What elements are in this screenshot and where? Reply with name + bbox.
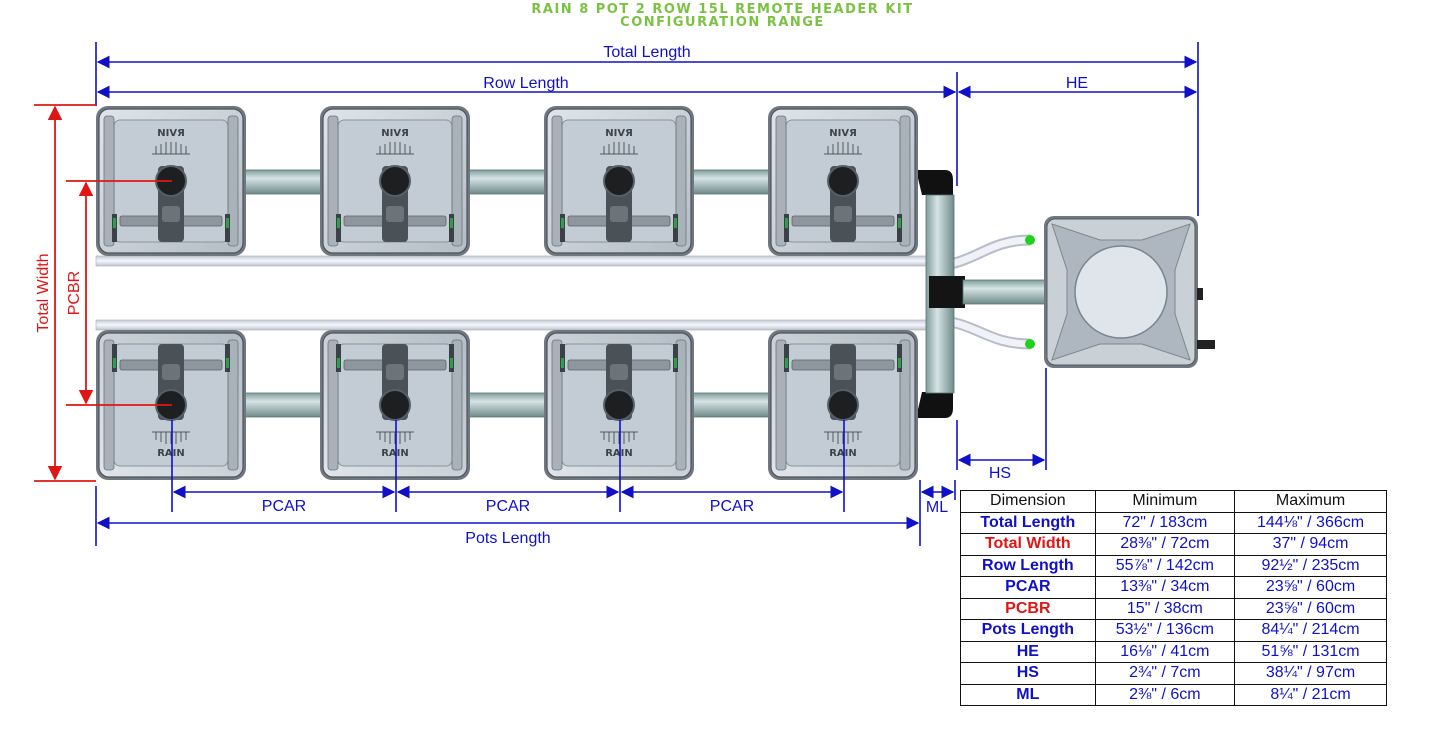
row-name: Total Length [960, 511, 1096, 534]
pot-brand: RAIN [381, 448, 409, 459]
row-name: Row Length [960, 554, 1096, 577]
table-row: ML 2⅜" / 6cm 8¼" / 21cm [960, 683, 1387, 706]
row-max: 144⅛" / 366cm [1234, 511, 1387, 534]
table-row: HE 16⅛" / 41cm 51⅝" / 131cm [960, 640, 1387, 663]
row-max: 38¼" / 97cm [1234, 662, 1387, 685]
row-name: PCBR [960, 597, 1096, 620]
total-width-label: Total Width [35, 253, 52, 332]
table-row: Total Length 72" / 183cm 144⅛" / 366cm [960, 511, 1387, 534]
diagram-title-line1: RAIN 8 POT 2 ROW 15L REMOTE HEADER KIT [531, 2, 914, 17]
row-name: ML [960, 683, 1096, 706]
table-row: PCBR 15" / 38cm 23⅝" / 60cm [960, 597, 1387, 620]
pot-brand: RAIN [157, 448, 185, 459]
row-min: 13⅜" / 34cm [1094, 576, 1236, 599]
row-min: 16⅛" / 41cm [1094, 640, 1236, 663]
pot-brand-flipped: NIVЯ [157, 128, 185, 139]
row-min: 72" / 183cm [1094, 511, 1236, 534]
pcbr-label: PCBR [66, 271, 83, 315]
row-min: 53½" / 136cm [1094, 619, 1236, 642]
row-name: HE [960, 640, 1096, 663]
table-row: Row Length 55⅞" / 142cm 92½" / 235cm [960, 554, 1387, 577]
table-row: Pots Length 53½" / 136cm 84¼" / 214cm [960, 619, 1387, 642]
dimension-table: Dimension Minimum Maximum Total Length 7… [960, 490, 1387, 706]
table-header-row: Dimension Minimum Maximum [960, 490, 1387, 513]
column-header-minimum: Minimum [1094, 490, 1236, 513]
total-length-label: Total Length [603, 44, 690, 61]
column-header-dimension: Dimension [960, 490, 1096, 513]
row-name: PCAR [960, 576, 1096, 599]
row-min: 15" / 38cm [1094, 597, 1236, 620]
table-row: PCAR 13⅜" / 34cm 23⅝" / 60cm [960, 576, 1387, 599]
row-max: 84¼" / 214cm [1234, 619, 1387, 642]
pcar-label: PCAR [262, 498, 306, 515]
row-max: 51⅝" / 131cm [1234, 640, 1387, 663]
row-min: 2¾" / 7cm [1094, 662, 1236, 685]
row-length-label: Row Length [483, 75, 568, 92]
row-max: 92½" / 235cm [1234, 554, 1387, 577]
row-max: 37" / 94cm [1234, 533, 1387, 556]
pot-brand-flipped: NIVЯ [381, 128, 409, 139]
hs-label: HS [989, 465, 1011, 482]
pot-brand: RAIN [829, 448, 857, 459]
row-max: 8¼" / 21cm [1234, 683, 1387, 706]
ml-label: ML [926, 499, 948, 516]
pot-brand-flipped: NIVЯ [605, 128, 633, 139]
diagram-title-line2: CONFIGURATION RANGE [620, 15, 825, 30]
pcar-label: PCAR [710, 498, 754, 515]
row-max: 23⅝" / 60cm [1234, 597, 1387, 620]
table-row: Total Width 28⅜" / 72cm 37" / 94cm [960, 533, 1387, 556]
row-min: 28⅜" / 72cm [1094, 533, 1236, 556]
pot-brand-flipped: NIVЯ [829, 128, 857, 139]
row-max: 23⅝" / 60cm [1234, 576, 1387, 599]
column-header-maximum: Maximum [1234, 490, 1387, 513]
table-row: HS 2¾" / 7cm 38¼" / 97cm [960, 662, 1387, 685]
row-min: 55⅞" / 142cm [1094, 554, 1236, 577]
pcar-label: PCAR [486, 498, 530, 515]
he-label: HE [1066, 75, 1088, 92]
pots-length-label: Pots Length [465, 530, 550, 547]
row-name: Pots Length [960, 619, 1096, 642]
pot-brand: RAIN [605, 448, 633, 459]
row-name: HS [960, 662, 1096, 685]
row-name: Total Width [960, 533, 1096, 556]
row-min: 2⅜" / 6cm [1094, 683, 1236, 706]
